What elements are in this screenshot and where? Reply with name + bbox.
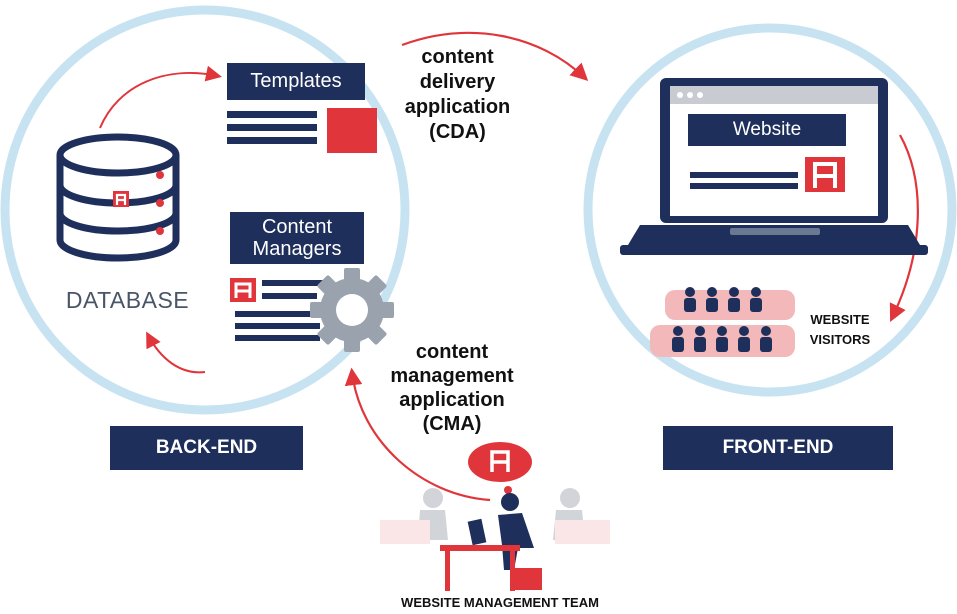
- thought-bubble-icon: [468, 442, 532, 502]
- cma-line3: application: [399, 389, 505, 411]
- cma-line4: (CMA): [422, 413, 482, 435]
- website-to-visitors-arrow: [889, 134, 919, 322]
- website-label: Website: [688, 114, 846, 146]
- laptop-icon: [620, 78, 928, 255]
- team-background-icon: [380, 488, 610, 544]
- content-managers-label: Content Managers: [230, 212, 364, 264]
- cda-line1: content: [421, 46, 494, 68]
- team-label: WEBSITE MANAGEMENT TEAM: [401, 595, 599, 610]
- visitors-line2: VISITORS: [809, 332, 871, 347]
- cda-line3: application: [404, 96, 511, 118]
- back-end-circle: [0, 5, 410, 415]
- website-visitors-label: WEBSITE VISITORS: [790, 310, 890, 350]
- front-end-label: FRONT-END: [663, 426, 893, 470]
- cda-line2: delivery: [419, 71, 496, 93]
- database-label: DATABASE: [65, 287, 190, 313]
- content-managers-line2: Managers: [252, 238, 342, 260]
- cma-line1: content: [415, 341, 489, 363]
- templates-label: Templates: [227, 63, 365, 100]
- website-visitors-icon: [650, 287, 795, 357]
- visitors-line1: WEBSITE: [810, 312, 870, 327]
- front-end-circle: [583, 23, 957, 397]
- content-managers-line1: Content: [261, 216, 333, 238]
- back-end-label: BACK-END: [110, 426, 303, 470]
- cda-label: content delivery application (CDA): [390, 45, 525, 145]
- cda-line4: (CDA): [429, 121, 486, 143]
- cma-label: content management application (CMA): [372, 340, 532, 436]
- brand-logo-icon-db: [113, 191, 129, 207]
- cda-arrow: [401, 31, 589, 82]
- database-dots-icon: [156, 171, 164, 235]
- team-member-icon: [440, 493, 542, 591]
- content-managers-icon: [230, 278, 330, 341]
- cma-arrow: [344, 367, 491, 502]
- gear-to-db-arrow: [146, 331, 206, 374]
- gear-icon: [310, 268, 394, 352]
- db-to-templates-arrow: [99, 65, 222, 129]
- cma-line2: management: [390, 365, 514, 387]
- templates-icon: [227, 108, 377, 153]
